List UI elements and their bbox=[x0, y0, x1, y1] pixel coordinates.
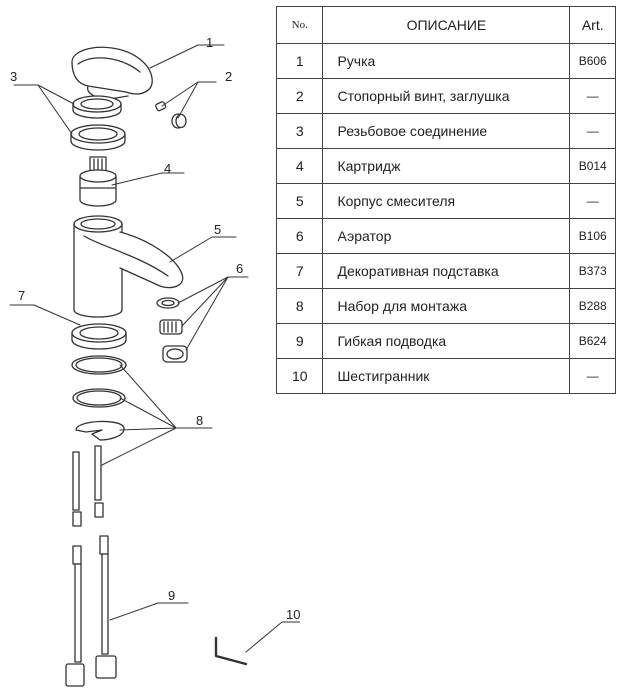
handle-part bbox=[71, 46, 153, 100]
row-description: Аэратор bbox=[322, 218, 571, 254]
exploded-view-diagram: 1 2 3 4 5 6 7 8 9 10 bbox=[9, 35, 300, 687]
callout-10: 10 bbox=[286, 607, 300, 622]
row-art: B373 bbox=[569, 253, 616, 289]
table-row: 8 Набор для монтажа B288 bbox=[275, 288, 616, 324]
row-art: B014 bbox=[569, 148, 616, 184]
callout-2: 2 bbox=[225, 69, 232, 84]
decorative-base-part bbox=[71, 323, 127, 350]
row-art: — bbox=[569, 113, 616, 149]
callout-4: 4 bbox=[164, 161, 171, 176]
row-description: Картридж bbox=[322, 148, 571, 184]
callout-3: 3 bbox=[10, 69, 17, 84]
leader-lines bbox=[9, 44, 300, 653]
aerator-part bbox=[156, 297, 188, 363]
table-row: 7 Декоративная подставка B373 bbox=[275, 253, 616, 289]
row-description: Резьбовое соединение bbox=[322, 113, 571, 149]
callout-9: 9 bbox=[168, 588, 175, 603]
table-row: 2 Стопорный винт, заглушка — bbox=[275, 78, 616, 114]
callout-7: 7 bbox=[18, 288, 25, 303]
row-no: 2 bbox=[275, 78, 324, 114]
header-no: No. bbox=[275, 6, 324, 44]
row-no: 1 bbox=[275, 43, 324, 79]
row-no: 9 bbox=[275, 323, 324, 359]
row-description: Декоративная подставка bbox=[322, 253, 571, 289]
table-row: 6 Аэратор B106 bbox=[275, 218, 616, 254]
flexible-hoses-part bbox=[65, 535, 117, 687]
table-row: 3 Резьбовое соединение — bbox=[275, 113, 616, 149]
header-description: ОПИСАНИЕ bbox=[322, 6, 571, 44]
row-art: B624 bbox=[569, 323, 616, 359]
callout-6: 6 bbox=[236, 261, 243, 276]
row-description: Корпус смесителя bbox=[322, 183, 571, 219]
parts-table: No. ОПИСАНИЕ Art. 1 Ручка B606 2 Стопорн… bbox=[275, 6, 616, 394]
row-description: Набор для монтажа bbox=[322, 288, 571, 324]
row-no: 5 bbox=[275, 183, 324, 219]
row-no: 4 bbox=[275, 148, 324, 184]
table-row: 5 Корпус смесителя — bbox=[275, 183, 616, 219]
set-screw-part bbox=[155, 101, 187, 129]
row-no: 6 bbox=[275, 218, 324, 254]
row-art: B606 bbox=[569, 43, 616, 79]
cartridge-part bbox=[79, 156, 117, 207]
table-row: 9 Гибкая подводка B624 bbox=[275, 323, 616, 359]
row-no: 10 bbox=[275, 358, 324, 394]
row-art: — bbox=[569, 78, 616, 114]
table-row: 4 Картридж B014 bbox=[275, 148, 616, 184]
mounting-kit-part bbox=[71, 355, 127, 527]
row-no: 8 bbox=[275, 288, 324, 324]
row-art: B288 bbox=[569, 288, 616, 324]
mixer-body-part bbox=[73, 215, 184, 318]
table-header-row: No. ОПИСАНИЕ Art. bbox=[275, 6, 616, 44]
row-description: Шестигранник bbox=[322, 358, 571, 394]
row-description: Ручка bbox=[322, 43, 571, 79]
row-no: 7 bbox=[275, 253, 324, 289]
row-art: B106 bbox=[569, 218, 616, 254]
header-art: Art. bbox=[569, 6, 616, 44]
row-description: Стопорный винт, заглушка bbox=[322, 78, 571, 114]
callout-5: 5 bbox=[214, 222, 221, 237]
callout-8: 8 bbox=[196, 413, 203, 428]
table-row: 1 Ручка B606 bbox=[275, 43, 616, 79]
table-row: 10 Шестигранник — bbox=[275, 358, 616, 394]
threaded-connection-part bbox=[70, 95, 126, 151]
row-description: Гибкая подводка bbox=[322, 323, 571, 359]
row-art: — bbox=[569, 183, 616, 219]
row-art: — bbox=[569, 358, 616, 394]
row-no: 3 bbox=[275, 113, 324, 149]
callout-1: 1 bbox=[206, 35, 213, 50]
hex-key-part bbox=[214, 636, 248, 666]
